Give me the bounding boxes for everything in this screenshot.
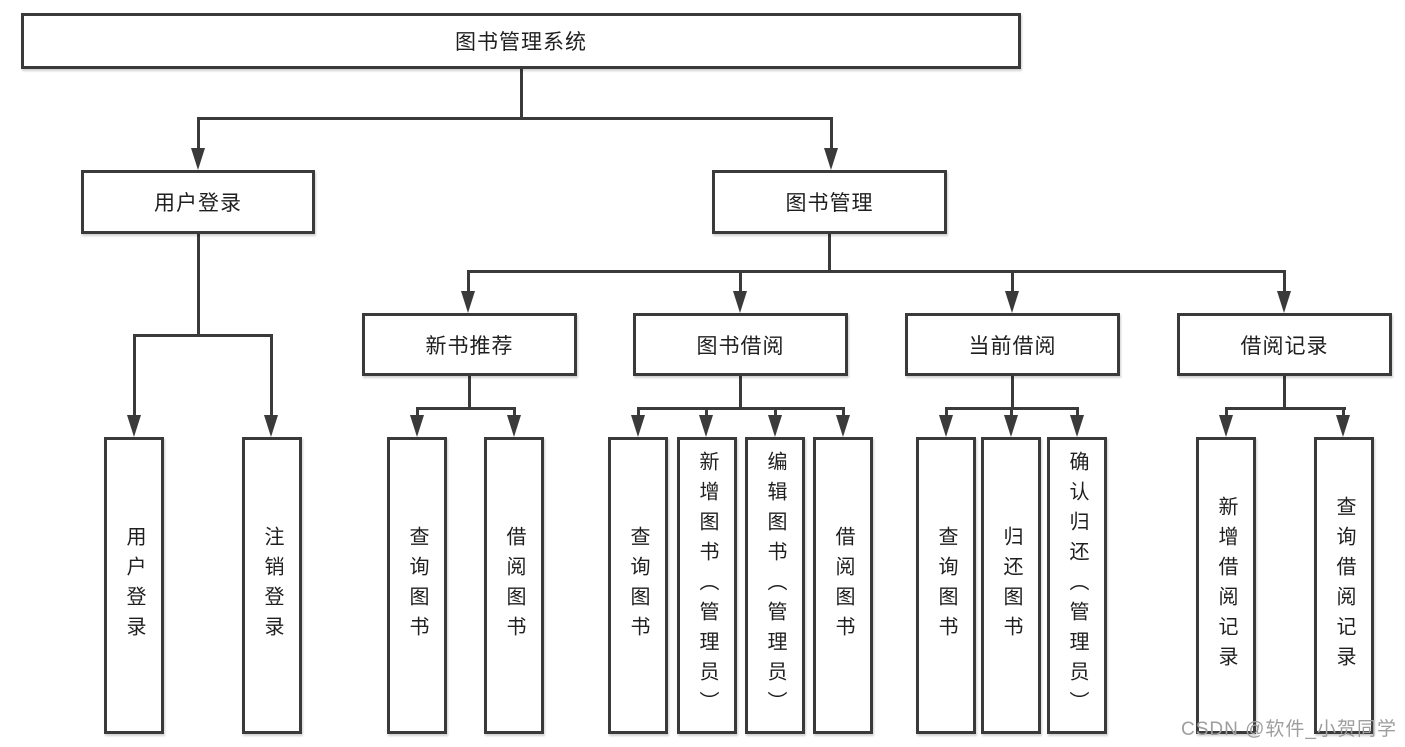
connector-book-management-stub [828, 234, 831, 273]
connector-to-leaf-user-login [133, 336, 136, 417]
leaf-add-books-admin-label: 新增图书（管理员） [696, 450, 718, 721]
leaf-user-login-label: 用户登录 [123, 525, 145, 646]
connector-to-leaf-logout [270, 336, 273, 417]
arrowhead-current-borrowing [1005, 291, 1019, 313]
arrowhead-leaf-logout [264, 415, 278, 437]
arrowhead-leaf-user-login [127, 415, 141, 437]
node-current-borrowing: 当前借阅 [905, 313, 1120, 376]
arrowhead-leaf-query-3 [939, 415, 953, 437]
leaf-borrow-books-recommend: 借阅图书 [484, 437, 544, 734]
leaf-logout: 注销登录 [242, 437, 302, 734]
connector-to-leaf-query-1 [416, 409, 419, 417]
connector-root-bar [197, 117, 833, 120]
arrowhead-book-management [824, 148, 838, 170]
connector-current-borrowing-bar [945, 407, 1079, 410]
arrowhead-leaf-add-books [699, 415, 713, 437]
arrowhead-new-book [461, 291, 475, 313]
leaf-query-books-recommend-label: 查询图书 [406, 525, 428, 646]
node-current-borrowing-label: 当前借阅 [968, 334, 1057, 358]
leaf-query-books-current-label: 查询图书 [935, 525, 957, 646]
arrowhead-leaf-query-2 [631, 415, 645, 437]
arrowhead-leaf-query-record [1336, 415, 1350, 437]
leaf-confirm-return-admin: 确认归还（管理员） [1047, 437, 1107, 734]
connector-to-leaf-add-books [705, 409, 708, 417]
connector-to-leaf-return [1010, 409, 1013, 417]
connector-borrowing-records-bar [1225, 407, 1346, 410]
node-book-management-label: 图书管理 [785, 192, 874, 215]
connector-to-leaf-query-2 [637, 409, 640, 417]
leaf-edit-books-admin: 编辑图书（管理员） [745, 437, 805, 734]
connector-book-borrowing-stub [739, 376, 742, 410]
leaf-query-books-borrowing: 查询图书 [608, 437, 668, 734]
leaf-borrow-books-label: 借阅图书 [832, 525, 854, 646]
csdn-watermark: CSDN @软件_小贺同学 [1181, 719, 1397, 740]
connector-current-borrowing-stub [1011, 376, 1014, 410]
arrowhead-borrowing-records [1277, 291, 1291, 313]
connector-to-user-login [197, 119, 200, 150]
connector-user-login-bar [133, 334, 273, 337]
leaf-confirm-return-admin-label: 确认归还（管理员） [1066, 450, 1088, 721]
node-user-login-label: 用户登录 [154, 192, 242, 215]
arrowhead-leaf-borrow-1 [507, 415, 521, 437]
leaf-user-login: 用户登录 [104, 437, 164, 734]
connector-to-new-book [467, 272, 470, 293]
leaf-query-borrow-record: 查询借阅记录 [1314, 437, 1374, 734]
leaf-edit-books-admin-label: 编辑图书（管理员） [764, 450, 786, 721]
node-borrowing-records: 借阅记录 [1177, 313, 1392, 376]
node-borrowing-records-label: 借阅记录 [1240, 334, 1329, 358]
connector-to-leaf-edit-books [774, 409, 777, 417]
node-book-management: 图书管理 [712, 170, 947, 234]
connector-to-borrowing-records [1283, 272, 1286, 293]
connector-book-borrowing-bar [637, 407, 845, 410]
connector-to-leaf-borrow-2 [842, 409, 845, 417]
arrowhead-leaf-borrow-2 [836, 415, 850, 437]
connector-to-leaf-borrow-1 [513, 409, 516, 417]
node-new-book-recommendation-label: 新书推荐 [425, 334, 514, 358]
leaf-add-books-admin: 新增图书（管理员） [677, 437, 737, 734]
arrowhead-leaf-confirm-return [1070, 415, 1084, 437]
arrowhead-leaf-add-record [1219, 415, 1233, 437]
leaf-add-borrow-record: 新增借阅记录 [1196, 437, 1256, 734]
node-book-borrowing-label: 图书借阅 [696, 334, 785, 358]
connector-to-leaf-add-record [1225, 409, 1228, 417]
connector-root-stub [520, 69, 523, 119]
leaf-borrow-books: 借阅图书 [813, 437, 873, 734]
leaf-logout-label: 注销登录 [261, 525, 283, 646]
leaf-return-books-label: 归还图书 [1000, 525, 1022, 646]
arrowhead-user-login [191, 148, 205, 170]
leaf-query-books-borrowing-label: 查询图书 [627, 525, 649, 646]
connector-to-current-borrowing [1011, 272, 1014, 293]
node-user-login: 用户登录 [81, 170, 315, 234]
node-new-book-recommendation: 新书推荐 [362, 313, 577, 376]
node-root-library-management-system: 图书管理系统 [21, 13, 1021, 69]
leaf-return-books: 归还图书 [981, 437, 1041, 734]
connector-to-book-management [830, 119, 833, 150]
connector-to-book-borrowing [739, 272, 742, 293]
node-root-label: 图书管理系统 [455, 31, 587, 54]
arrowhead-leaf-return [1004, 415, 1018, 437]
connector-borrowing-records-stub [1283, 376, 1286, 410]
connector-to-leaf-query-3 [945, 409, 948, 417]
arrowhead-leaf-edit-books [768, 415, 782, 437]
connector-to-leaf-confirm-return [1076, 409, 1079, 417]
leaf-query-books-recommend: 查询图书 [387, 437, 447, 734]
node-book-borrowing: 图书借阅 [633, 313, 848, 376]
arrowhead-leaf-query-1 [410, 415, 424, 437]
connector-new-book-stub [468, 376, 471, 410]
connector-to-leaf-query-record [1342, 409, 1345, 417]
connector-new-book-bar [416, 407, 516, 410]
arrowhead-book-borrowing [733, 291, 747, 313]
connector-book-management-bar [467, 270, 1286, 273]
leaf-query-books-current: 查询图书 [916, 437, 976, 734]
leaf-add-borrow-record-label: 新增借阅记录 [1215, 495, 1237, 676]
connector-user-login-stub [197, 234, 200, 337]
leaf-borrow-books-recommend-label: 借阅图书 [503, 525, 525, 646]
leaf-query-borrow-record-label: 查询借阅记录 [1333, 495, 1355, 676]
